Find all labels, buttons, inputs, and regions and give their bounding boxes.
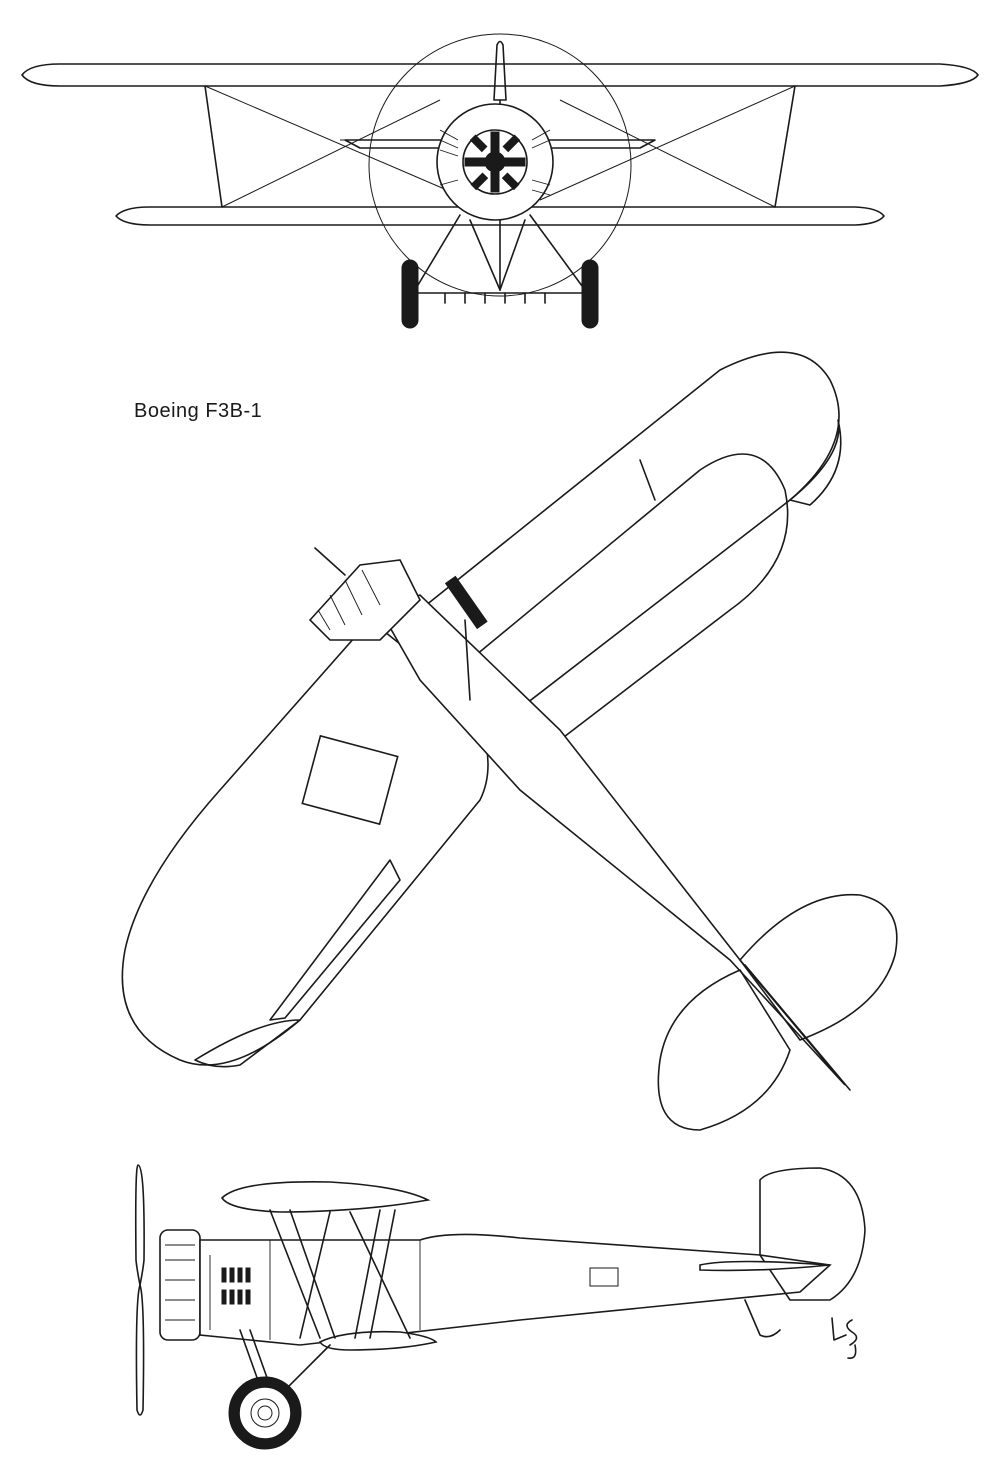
aircraft-title: Boeing F3B-1 [134,400,263,422]
front-lower-wing [115,206,885,226]
plan-horizontal-stabilizer-right [739,893,898,1041]
front-landing-gear [401,214,599,329]
side-fuselage [199,1233,832,1346]
artist-signature [831,1317,858,1360]
front-propeller-disc [368,33,632,297]
front-view [21,33,979,329]
side-lower-wing [318,1330,438,1351]
plan-right-wing-upper [419,351,840,721]
plan-fuselage [378,594,846,1086]
side-upper-wing [220,1181,431,1213]
plan-horizontal-stabilizer-left [657,969,791,1131]
front-upper-wing [21,63,979,87]
side-tail-fin [759,1167,866,1301]
plan-engine [308,547,421,641]
side-view [134,1164,866,1450]
side-landing-gear [228,1329,331,1450]
front-engine [436,103,554,221]
plan-right-wing-lower [469,453,789,741]
plan-view [121,351,898,1131]
plan-left-wing [121,619,489,1066]
side-propeller [134,1164,145,1286]
side-engine [159,1229,201,1341]
